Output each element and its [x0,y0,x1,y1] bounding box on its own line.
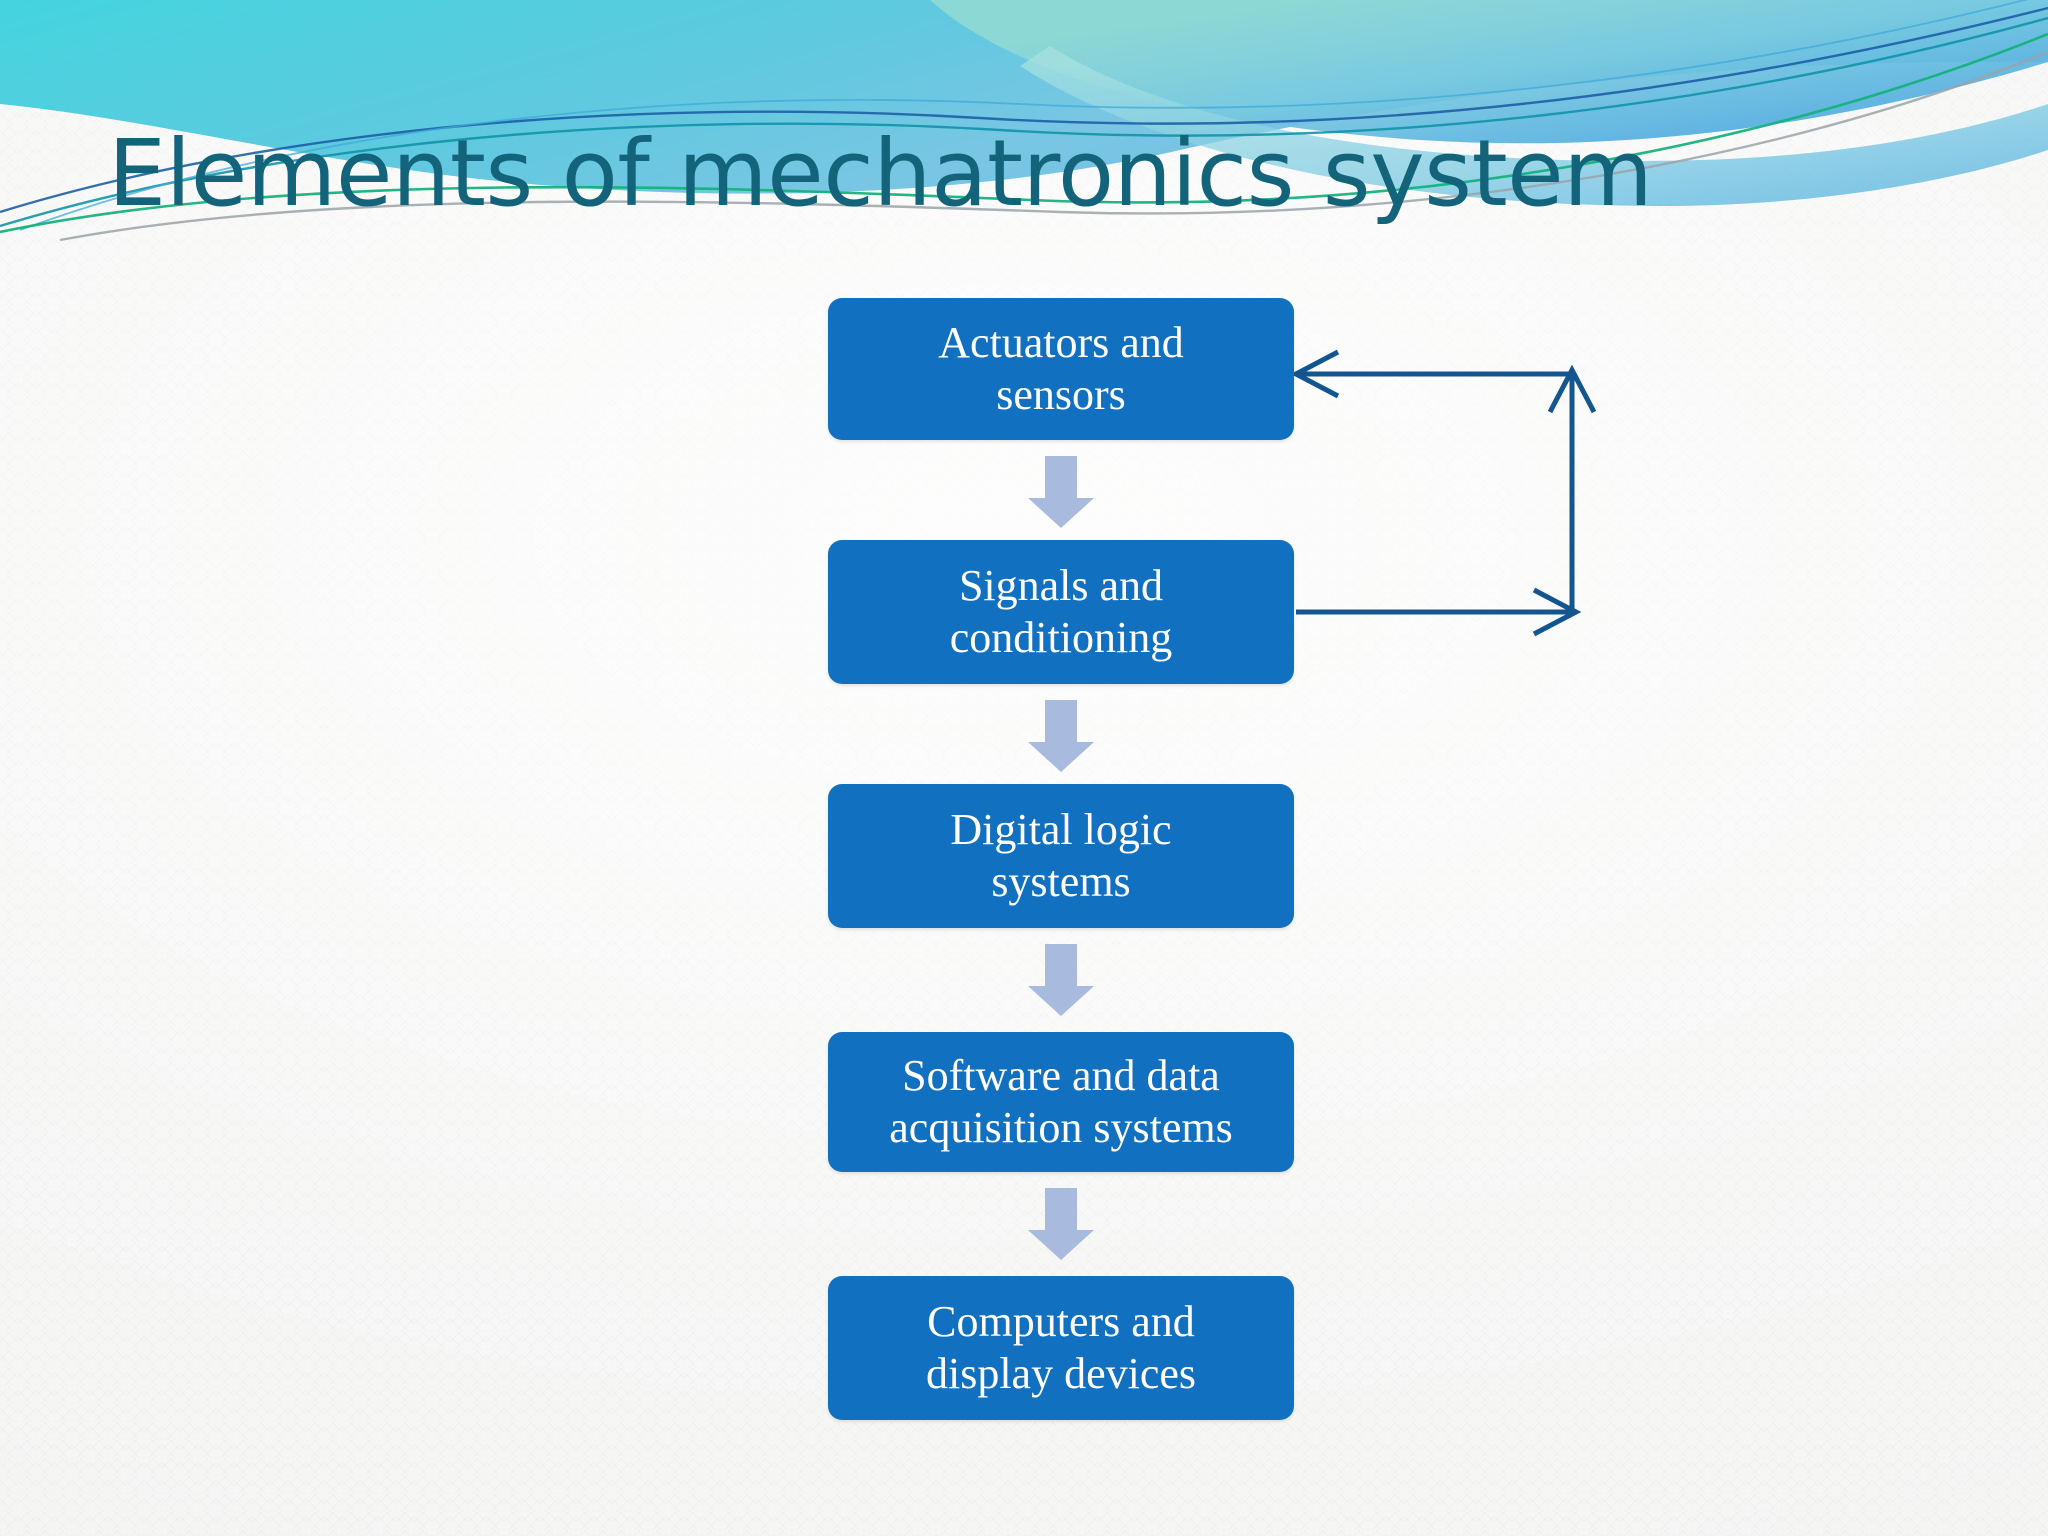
flow-arrow-down-3 [1028,944,1094,1016]
banner-band-right [1020,46,2048,206]
arrow-head [1028,986,1094,1016]
flow-node-signals-and-conditioning[interactable]: Signals and conditioning [828,540,1294,684]
flow-node-line1: Digital logic [950,805,1172,855]
flow-node-line2: systems [991,857,1131,906]
flow-node-line1: Computers and [927,1297,1195,1347]
flow-node-line2: display devices [925,1349,1197,1398]
flow-node-line1: Actuators and [938,318,1184,368]
flow-node-line1: Software and data [902,1051,1220,1101]
flow-arrow-down-4 [1028,1188,1094,1260]
flow-node-computers-and-display-devices[interactable]: Computers and display devices [828,1276,1294,1420]
banner-line-sky [19,0,2029,231]
banner-line-teal [0,16,2048,228]
flow-node-line2: acquisition systems [889,1103,1233,1152]
banner-line-blue [0,6,2048,214]
page-title: Elements of mechatronics system [108,120,1653,227]
banner-line-gray [59,50,2048,242]
flow-node-digital-logic-systems[interactable]: Digital logic systems [828,784,1294,928]
feedback-arrowhead-up [1547,364,1597,414]
flow-node-software-and-data-acquisition-systems[interactable]: Software and data acquisition systems [828,1032,1294,1172]
arrow-shaft [1045,944,1077,986]
arrow-shaft [1045,456,1077,498]
flow-node-line2: sensors [996,370,1126,419]
feedback-arrowhead-left [1290,349,1340,399]
arrow-head [1028,742,1094,772]
banner-line-green [0,32,2048,234]
arrow-shaft [1045,1188,1077,1230]
flow-arrow-down-2 [1028,700,1094,772]
arrow-head [1028,1230,1094,1260]
decorative-banner [0,0,2048,260]
flow-arrow-down-1 [1028,456,1094,528]
feedback-arrowhead-right [1532,587,1582,637]
flow-node-line2: conditioning [949,613,1173,662]
arrow-head [1028,498,1094,528]
arrow-shaft [1045,700,1077,742]
flow-node-actuators-and-sensors[interactable]: Actuators and sensors [828,298,1294,440]
flow-node-line1: Signals and [958,561,1164,611]
